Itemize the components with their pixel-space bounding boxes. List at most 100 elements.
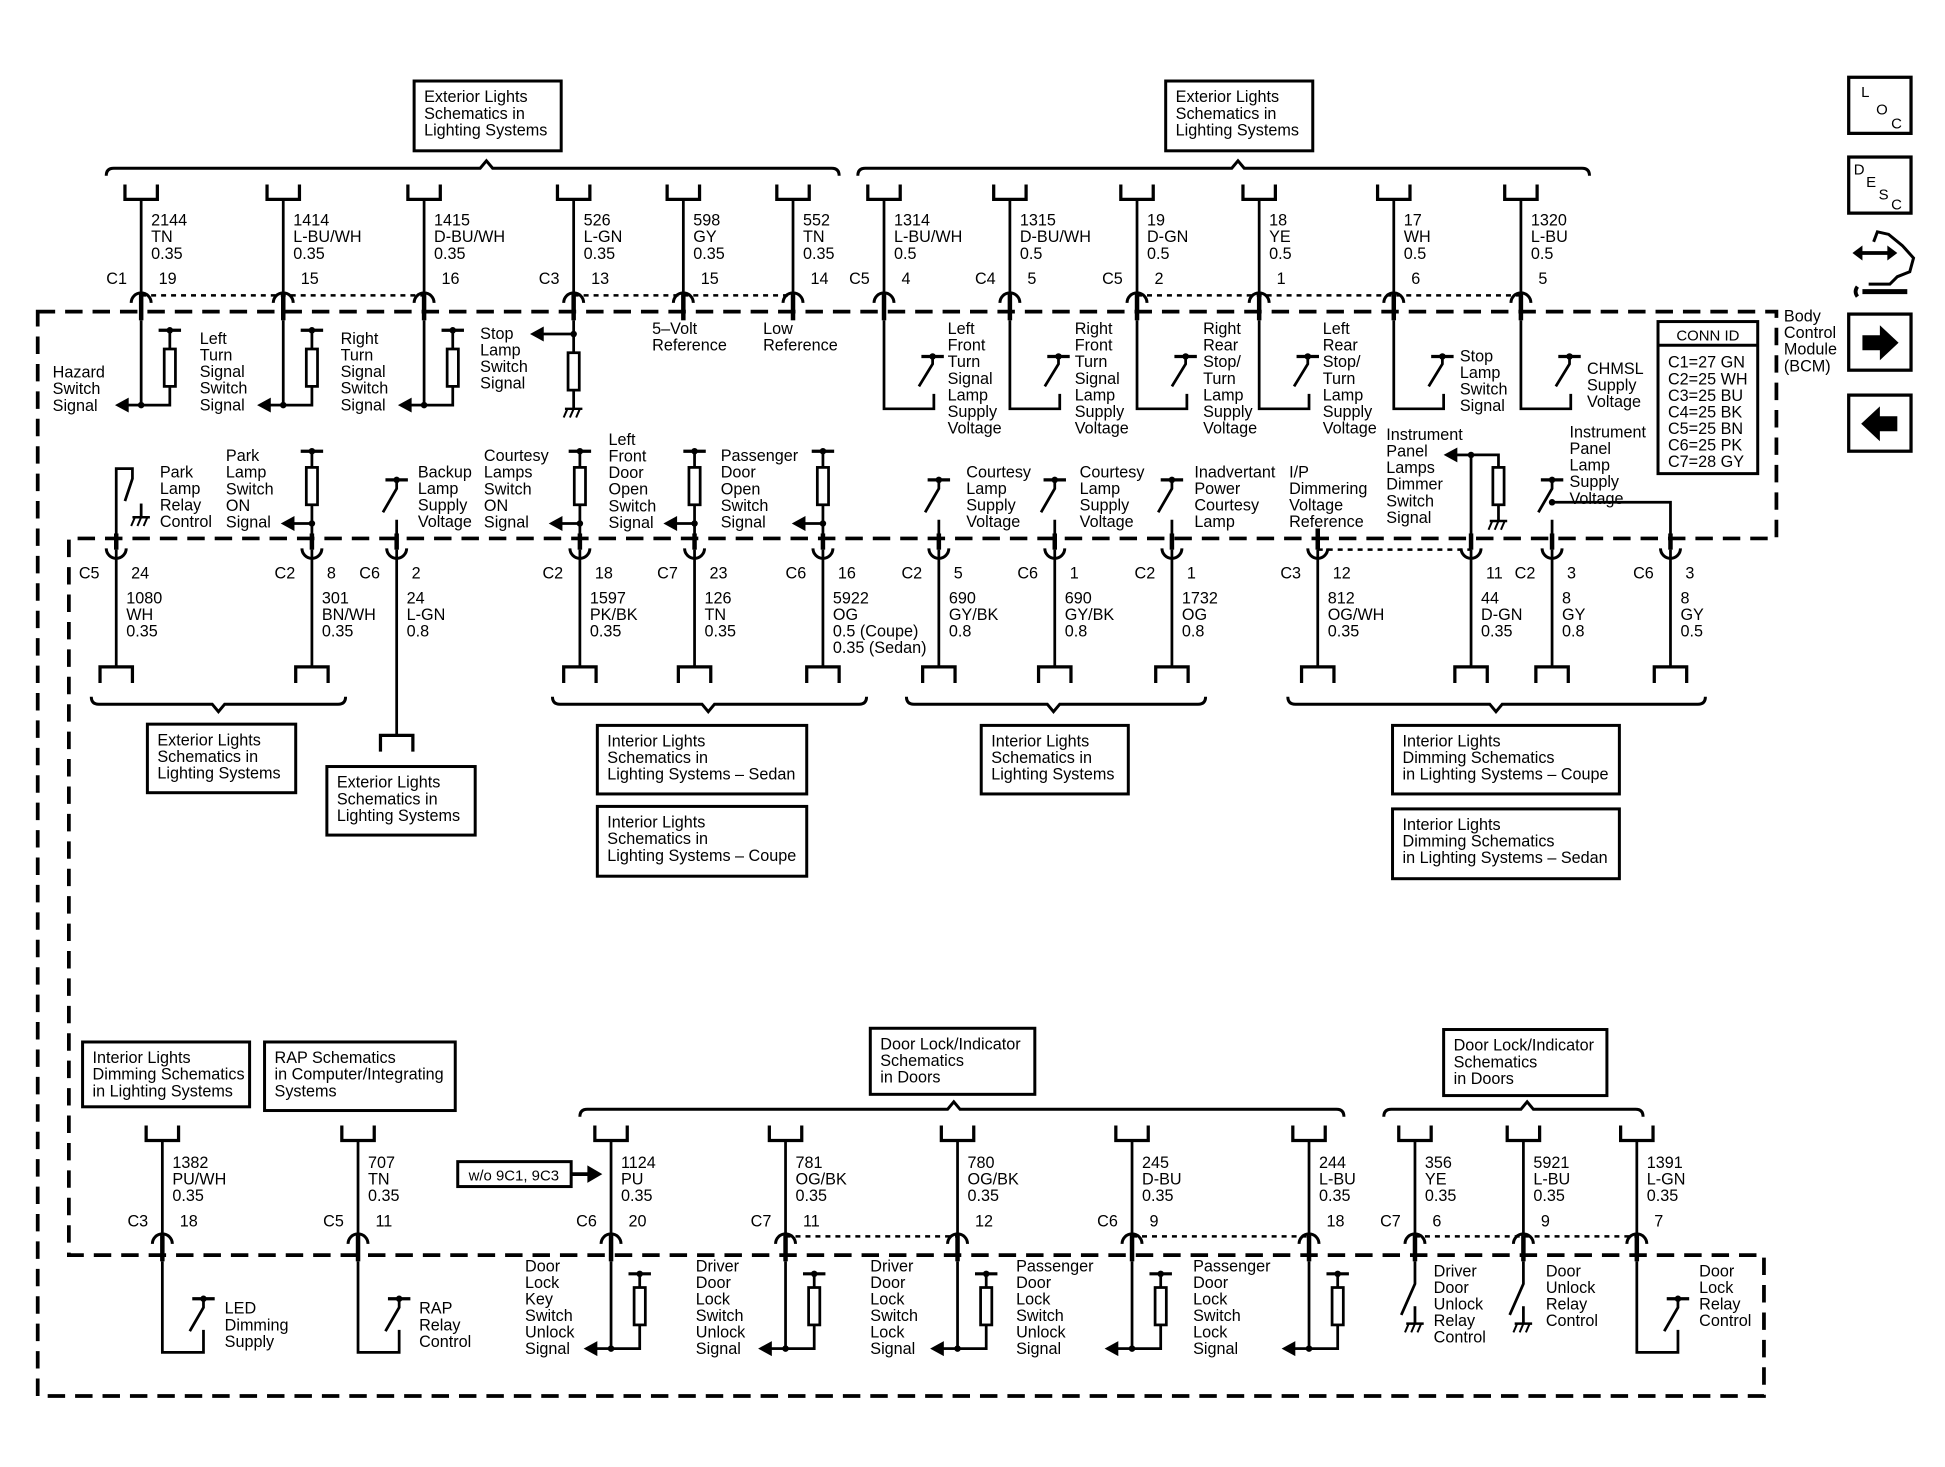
- component-label: Signal: [1075, 370, 1120, 388]
- signal-arrow-icon: [663, 516, 678, 531]
- signal-arrow-icon: [257, 397, 271, 413]
- pin-number: 8: [327, 564, 336, 582]
- wire-color: YE: [1425, 1170, 1447, 1188]
- harness-connector: [665, 184, 702, 202]
- component-label: Switch: [226, 480, 274, 498]
- harness-connector: [265, 184, 302, 202]
- component-label: Switch: [721, 497, 769, 515]
- component-label: ON: [226, 497, 250, 515]
- component-label: Key: [525, 1290, 554, 1308]
- schematic-reference-link[interactable]: [263, 1040, 457, 1113]
- signal-arrow-icon: [758, 1341, 772, 1357]
- wire-size: 0.5: [894, 245, 917, 263]
- wire-size: 0.5: [1404, 245, 1427, 263]
- ground-icon: [1524, 1323, 1531, 1333]
- schematic-reference-link[interactable]: [412, 79, 563, 153]
- description-icon-letter: E: [1866, 174, 1876, 191]
- schematic-reference-link[interactable]: [1391, 807, 1621, 881]
- component-label: Instrument: [1570, 423, 1647, 441]
- component-label: Supply: [1323, 403, 1373, 421]
- schematic-reference-link[interactable]: [979, 723, 1130, 796]
- wire-color: L-GN: [407, 606, 446, 624]
- reference-text: in Doors: [1454, 1070, 1514, 1088]
- component-label: Supply: [418, 497, 468, 515]
- connector-pin-terminal: [946, 1232, 970, 1245]
- schematic-reference-link[interactable]: [1391, 723, 1621, 796]
- description-button[interactable]: [1847, 155, 1913, 215]
- component-label: Stop/: [1323, 353, 1361, 371]
- conn-id-row: C5=25 BN: [1668, 420, 1743, 438]
- component-label: Supply: [948, 403, 998, 421]
- component-label: Passenger: [721, 447, 799, 465]
- pin-number: 1: [1277, 270, 1286, 288]
- harness-connector: [1154, 665, 1190, 684]
- schematic-reference-link[interactable]: [595, 804, 809, 878]
- schematic-reference-link[interactable]: [325, 765, 477, 837]
- wire: [1135, 320, 1189, 411]
- schematic-reference-link[interactable]: [868, 1026, 1037, 1096]
- schematic-reference-link[interactable]: [595, 723, 809, 796]
- wire: [882, 320, 936, 411]
- reference-text: Door Lock/Indicator: [880, 1035, 1021, 1053]
- wire-size: 0.5: [1269, 245, 1292, 263]
- component-label: Control: [1546, 1312, 1598, 1330]
- component-label: Signal: [226, 513, 271, 531]
- component-label: Passenger: [1193, 1257, 1271, 1275]
- switch-contact: [1043, 356, 1060, 388]
- wire-size: 0.8: [949, 622, 972, 640]
- wire-color: D-BU/WH: [1020, 228, 1091, 246]
- component-label: Signal: [1460, 397, 1505, 415]
- pin-number: 18: [180, 1212, 198, 1230]
- schematic-reference-link[interactable]: [1164, 79, 1315, 153]
- connector-id: C6: [1097, 1212, 1118, 1230]
- circuit-number: 598: [693, 212, 720, 230]
- component-label: Signal: [525, 1340, 570, 1358]
- resistor-icon: [304, 466, 319, 507]
- reference-text: Schematics in: [1176, 105, 1277, 123]
- signal-arrow-icon: [583, 1341, 598, 1357]
- schematic-reference-link[interactable]: [145, 722, 298, 795]
- connector-pin-terminal: [1382, 291, 1406, 304]
- location-button[interactable]: [1847, 75, 1913, 135]
- component-label: Switch: [870, 1307, 918, 1325]
- signal-arrow-icon: [1281, 1341, 1296, 1357]
- circuit-number: 552: [803, 212, 830, 230]
- reference-text: Door Lock/Indicator: [1454, 1037, 1595, 1055]
- reference-text: Lighting Systems: [337, 807, 460, 825]
- schematic-reference-link[interactable]: [81, 1040, 252, 1109]
- component-label: Door: [525, 1257, 561, 1275]
- wire-color: TN: [705, 606, 727, 624]
- pin-number: 23: [710, 564, 728, 582]
- connector-id: C2: [1135, 564, 1156, 582]
- wire-size: 0.35: [1142, 1187, 1174, 1205]
- connector-pin-terminal: [1509, 291, 1533, 304]
- connector-pin-terminal: [998, 291, 1022, 304]
- component-label: Voltage: [1323, 419, 1377, 437]
- component-label: Dimming: [225, 1316, 289, 1334]
- pin-number: 12: [975, 1212, 993, 1230]
- component-label: Switch: [1386, 492, 1434, 510]
- connector-pin-terminal: [774, 1232, 798, 1245]
- ground-icon: [568, 408, 575, 418]
- component-label: Park: [226, 447, 260, 465]
- wire-color: WH: [126, 606, 153, 624]
- harness-connector: [1291, 1125, 1327, 1143]
- pin-number: 2: [1154, 270, 1163, 288]
- component-label: Signal: [948, 370, 993, 388]
- harness-connector: [1652, 665, 1689, 684]
- harness-connector: [921, 665, 957, 684]
- connector-id: C3: [539, 270, 560, 288]
- connector-id: C7: [751, 1212, 772, 1230]
- pin-number: 15: [701, 270, 719, 288]
- reference-text: Schematics in: [157, 748, 258, 766]
- component-label: Signal: [721, 513, 766, 531]
- circuit-number: 1382: [172, 1154, 208, 1172]
- component-label: Switch: [480, 358, 528, 376]
- connector-harness-icon: [1868, 230, 1916, 286]
- pin-number: 24: [131, 564, 149, 582]
- schematic-reference-link[interactable]: [1442, 1028, 1609, 1098]
- wire: [1519, 320, 1573, 411]
- wire-color: L-GN: [584, 228, 623, 246]
- circuit-number: 18: [1269, 212, 1287, 230]
- harness-connector: [1397, 1125, 1433, 1143]
